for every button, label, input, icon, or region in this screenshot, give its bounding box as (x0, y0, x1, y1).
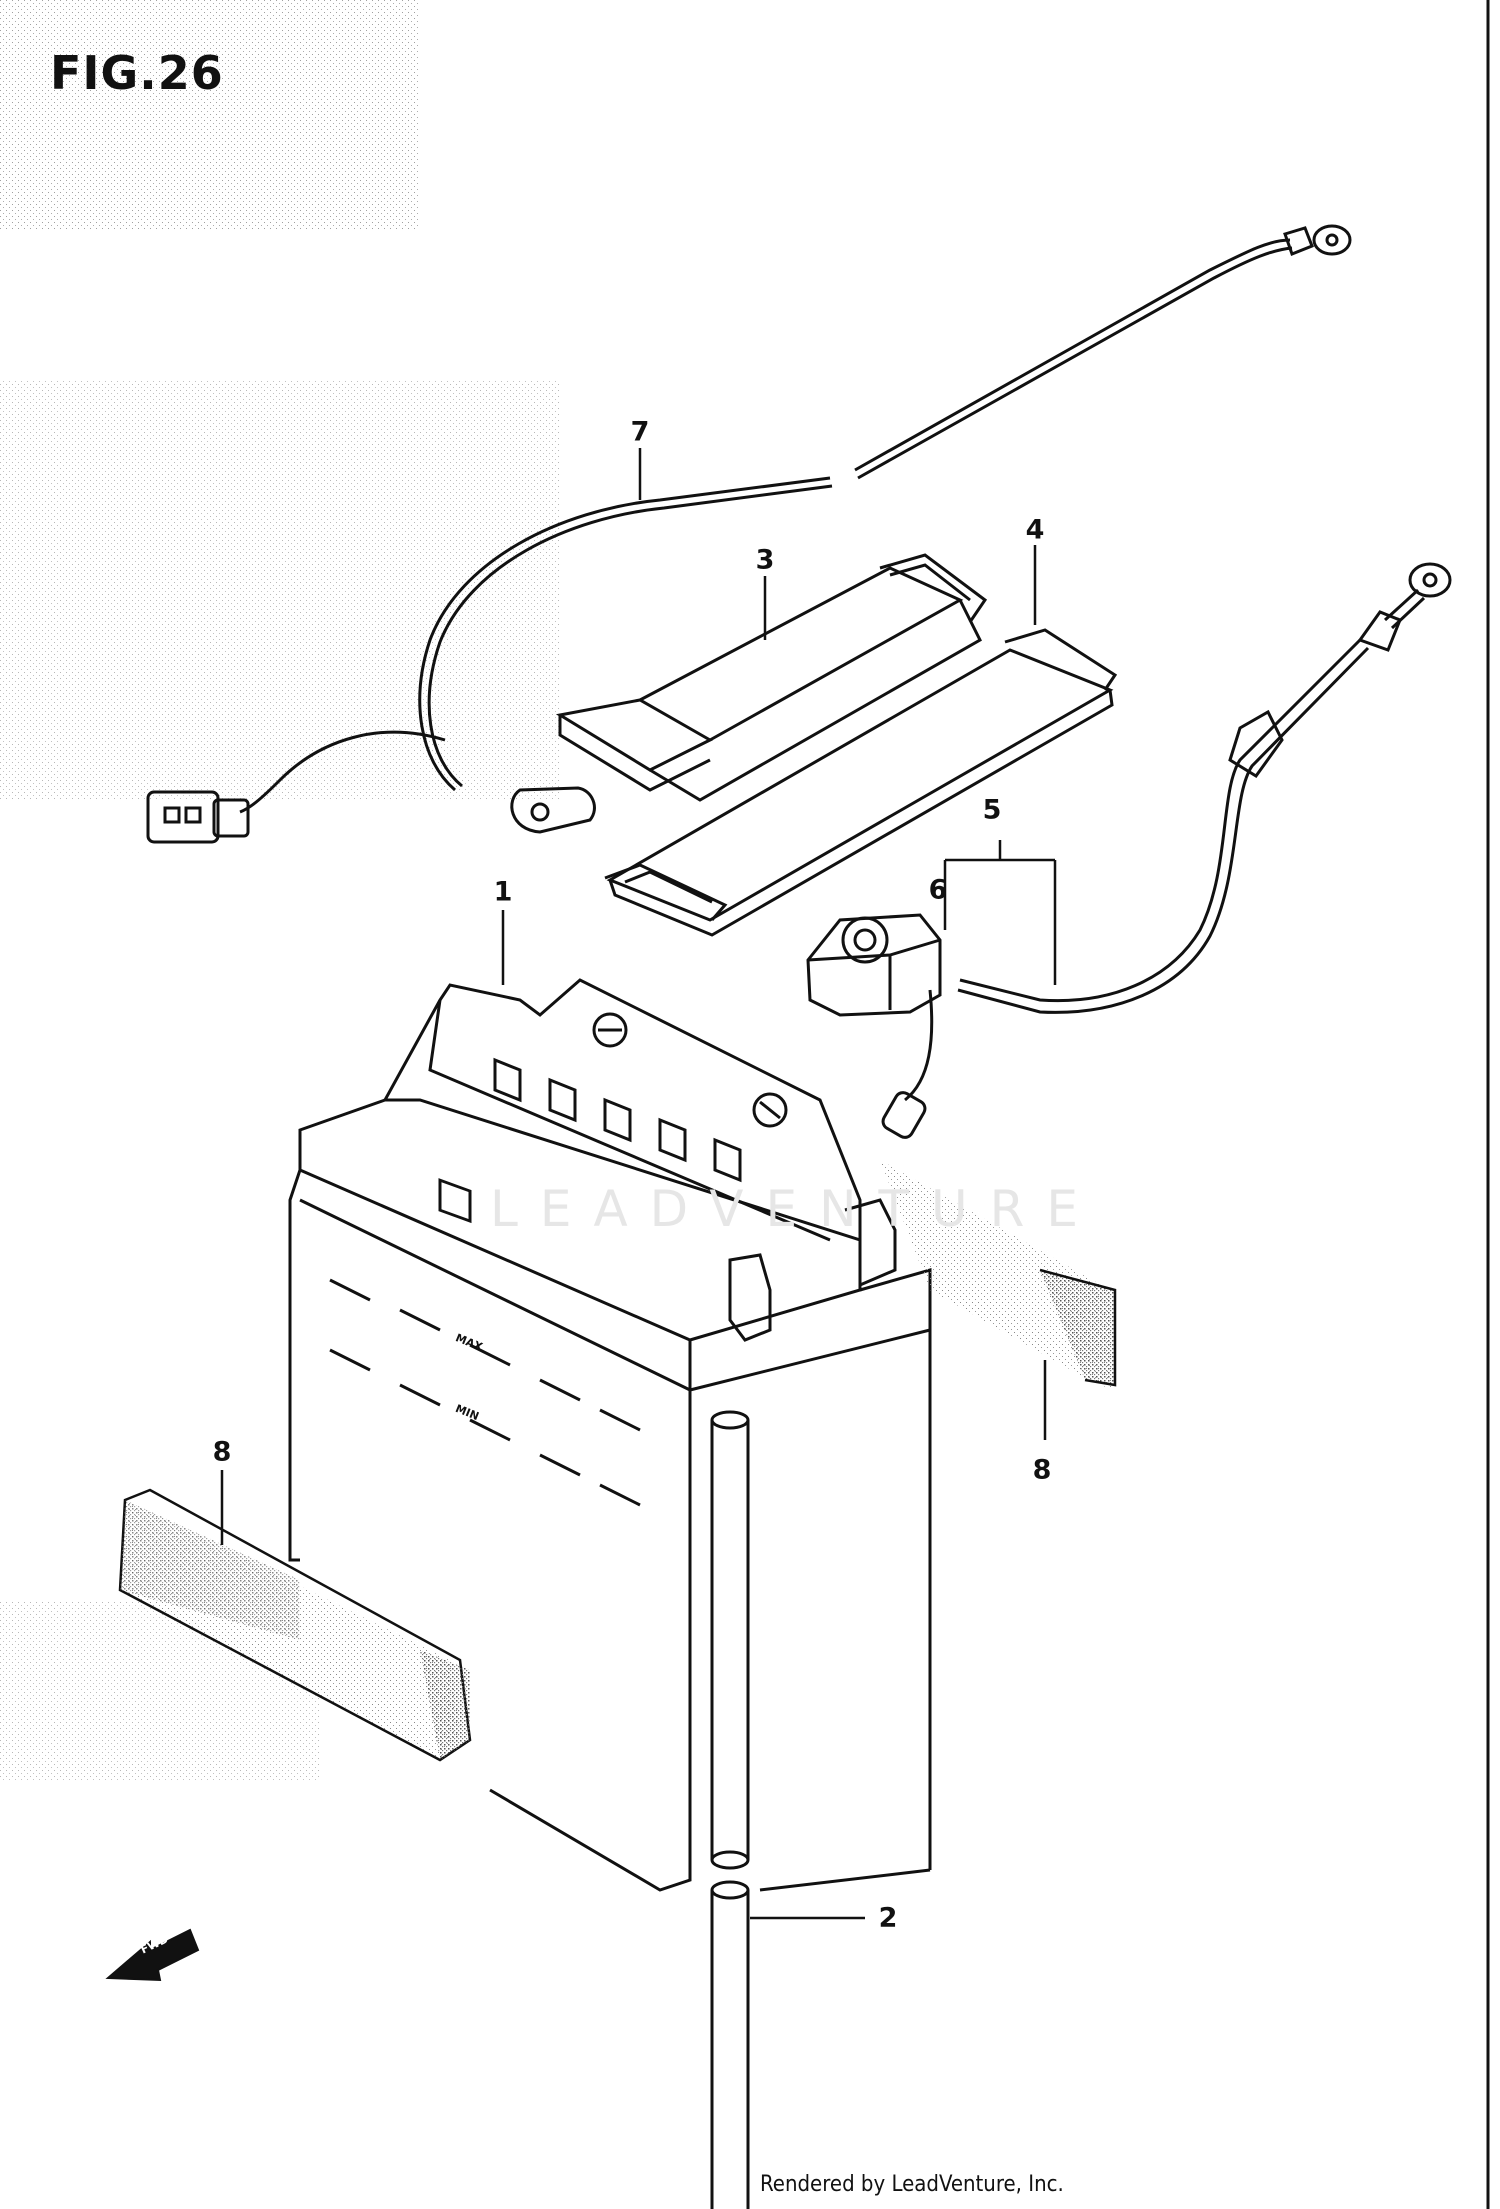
callout-7: 7 (630, 416, 650, 448)
stipple-mid-left (0, 380, 560, 800)
callout-3: 3 (755, 544, 775, 576)
part-5-positive-cable (957, 562, 1452, 1014)
stipple-top-left (0, 0, 420, 230)
watermark: LEADVENTURE (490, 1180, 1100, 1238)
callout-2: 2 (878, 1902, 898, 1934)
part-7-battery-cable (146, 224, 1352, 844)
footer-credit: Rendered by LeadVenture, Inc. (760, 2172, 1064, 2197)
leader-lines (220, 448, 1047, 1920)
callout-1: 1 (493, 876, 513, 908)
part-4-battery-band (604, 628, 1118, 937)
callout-8-right: 8 (1032, 1454, 1052, 1486)
part-2-vent-hose (710, 1410, 750, 2209)
part-6-terminal-cover (806, 913, 942, 1139)
callout-5: 5 (982, 794, 1002, 826)
part-8-pad-left (118, 1488, 472, 1762)
part-8-pad-right (880, 1160, 1117, 1390)
arrow-icon (105, 1928, 200, 1982)
part-1-battery (288, 978, 932, 1892)
part-3-battery-band (555, 553, 988, 802)
callout-5-bracket (943, 840, 1057, 985)
figure-title: FIG.26 (50, 46, 224, 100)
callout-6: 6 (928, 874, 948, 906)
callout-8-left: 8 (212, 1436, 232, 1468)
callout-4: 4 (1025, 514, 1045, 546)
